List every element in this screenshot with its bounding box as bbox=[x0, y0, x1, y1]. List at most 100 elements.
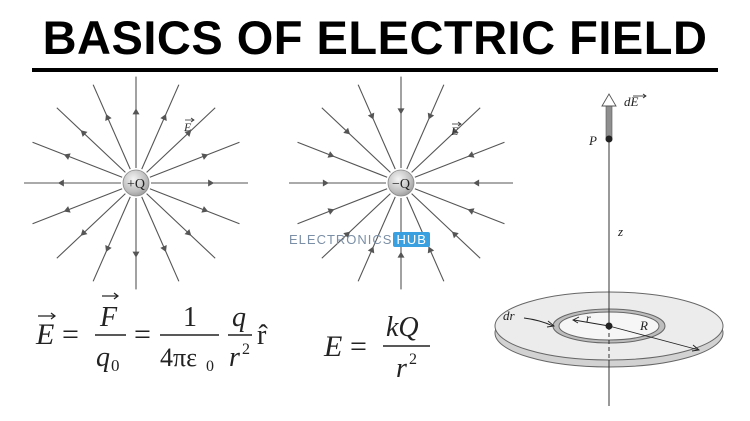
ring-charge-diagram: dE P z r R dr bbox=[494, 93, 724, 406]
formula2-den: r bbox=[396, 353, 407, 384]
dE-label: dE bbox=[624, 94, 639, 109]
negative-field-arrowhead bbox=[397, 108, 405, 115]
positive-field-arrowhead bbox=[105, 114, 112, 121]
positive-field-arrowhead bbox=[201, 206, 209, 213]
negative-field-arrowhead bbox=[427, 246, 435, 254]
positive-field-line bbox=[141, 84, 180, 170]
positive-field-arrowhead bbox=[160, 245, 167, 252]
positive-field-arrowhead bbox=[63, 153, 71, 160]
watermark-text-2: HUB bbox=[393, 231, 430, 247]
negative-field-arrowhead bbox=[367, 112, 375, 120]
negative-field-line bbox=[414, 141, 505, 178]
negative-field-arrowhead bbox=[327, 151, 335, 158]
dE-vector-head bbox=[642, 93, 647, 99]
R-label: R bbox=[639, 318, 648, 333]
formula1-num1: F bbox=[99, 302, 118, 333]
positive-field-line bbox=[146, 193, 216, 259]
positive-field-arrowhead bbox=[184, 229, 192, 236]
dr-pointer-head bbox=[546, 320, 556, 328]
positive-field-line bbox=[32, 188, 123, 225]
point-charge-field-formula: E = kQ r 2 bbox=[323, 312, 430, 384]
watermark-text-1: ELECTRONICS bbox=[289, 231, 393, 247]
formula1-equals-2: = bbox=[134, 318, 151, 351]
P-label: P bbox=[588, 133, 597, 148]
formula1-den3: r bbox=[229, 342, 240, 373]
positive-field-vector-arrowhead bbox=[190, 117, 195, 123]
negative-field-line bbox=[406, 84, 445, 170]
negative-field-arrowhead bbox=[427, 112, 435, 120]
negative-field-line bbox=[411, 193, 481, 259]
positive-charge-field bbox=[24, 76, 248, 290]
negative-field-arrowhead bbox=[467, 208, 475, 215]
negative-field-arrowhead bbox=[397, 251, 405, 258]
negative-field-line bbox=[414, 188, 505, 225]
negative-field-arrowhead bbox=[343, 231, 351, 239]
dr-label: dr bbox=[503, 308, 516, 323]
negative-field-arrowhead bbox=[451, 231, 459, 239]
r-label: r bbox=[586, 311, 591, 325]
positive-field-arrowhead bbox=[132, 251, 140, 258]
coulomb-field-formula: E = F q 0 = 1 4πε 0 q r 2 r̂ bbox=[35, 292, 268, 375]
R-arrow bbox=[608, 325, 700, 351]
positive-field-line bbox=[56, 107, 126, 173]
negative-field-arrowhead bbox=[322, 179, 329, 187]
negative-field-arrowhead bbox=[467, 151, 475, 158]
positive-field-line bbox=[149, 141, 240, 178]
negative-field-arrowhead bbox=[327, 208, 335, 215]
positive-field-arrowhead bbox=[132, 108, 140, 115]
r-arrow-head bbox=[572, 316, 580, 324]
negative-field-line bbox=[297, 188, 388, 225]
formula2-den-sup: 2 bbox=[409, 351, 417, 368]
positive-field-arrowhead bbox=[63, 206, 71, 213]
dE-arrow-shaft bbox=[605, 103, 613, 139]
dE-arrow-head bbox=[601, 93, 617, 107]
formula1-den2-sub: 0 bbox=[206, 358, 214, 375]
formula2-lhs: E bbox=[323, 330, 342, 363]
formula1-den1: q bbox=[96, 342, 110, 373]
z-label: z bbox=[617, 224, 623, 239]
positive-field-arrowhead bbox=[184, 130, 192, 137]
R-arrow-head bbox=[691, 344, 701, 352]
formula1-lhs-vector-head bbox=[50, 312, 56, 320]
negative-field-arrowhead bbox=[473, 179, 480, 187]
negative-field-line bbox=[321, 107, 391, 173]
negative-field-arrowhead bbox=[451, 127, 459, 135]
positive-field-arrowhead bbox=[208, 179, 215, 187]
formula1-num3: q bbox=[232, 302, 246, 333]
negative-field-line bbox=[321, 193, 391, 259]
formula1-den3-sup: 2 bbox=[242, 341, 250, 358]
positive-field-line bbox=[56, 193, 126, 259]
positive-field-line bbox=[146, 107, 216, 173]
positive-field-arrowhead bbox=[80, 130, 88, 137]
positive-field-line bbox=[149, 188, 240, 225]
negative-field-line bbox=[411, 107, 481, 173]
negative-field-line bbox=[357, 84, 396, 170]
negative-field-arrowhead bbox=[343, 127, 351, 135]
positive-field-arrowhead bbox=[160, 114, 167, 121]
formula1-num1-vector-head bbox=[113, 292, 119, 300]
formula1-unit-vector: r̂ bbox=[257, 320, 268, 351]
formula1-den2: 4πε bbox=[160, 343, 197, 372]
positive-field-arrowhead bbox=[80, 229, 88, 236]
positive-field-line bbox=[92, 84, 131, 170]
negative-field-vector-arrowhead bbox=[457, 121, 462, 127]
formula2-num: kQ bbox=[386, 312, 419, 343]
positive-field-arrowhead bbox=[201, 153, 209, 160]
formula1-equals-1: = bbox=[62, 318, 79, 351]
formula1-num2: 1 bbox=[183, 302, 197, 333]
positive-field-line bbox=[92, 196, 131, 282]
positive-field-line bbox=[32, 141, 123, 178]
negative-charge-label: −Q bbox=[392, 177, 410, 192]
negative-charge-sphere bbox=[387, 169, 415, 197]
positive-field-line bbox=[141, 196, 180, 282]
positive-field-arrowhead bbox=[105, 245, 112, 252]
positive-charge-sphere bbox=[122, 169, 150, 197]
formula1-den1-sub: 0 bbox=[111, 356, 120, 375]
title-underline bbox=[32, 68, 718, 72]
positive-charge-label: +Q bbox=[127, 177, 145, 192]
page-title: BASICS OF ELECTRIC FIELD bbox=[42, 11, 708, 64]
formula2-equals: = bbox=[350, 330, 367, 363]
r-arrow bbox=[573, 319, 610, 327]
positive-field-label: E bbox=[183, 120, 192, 134]
